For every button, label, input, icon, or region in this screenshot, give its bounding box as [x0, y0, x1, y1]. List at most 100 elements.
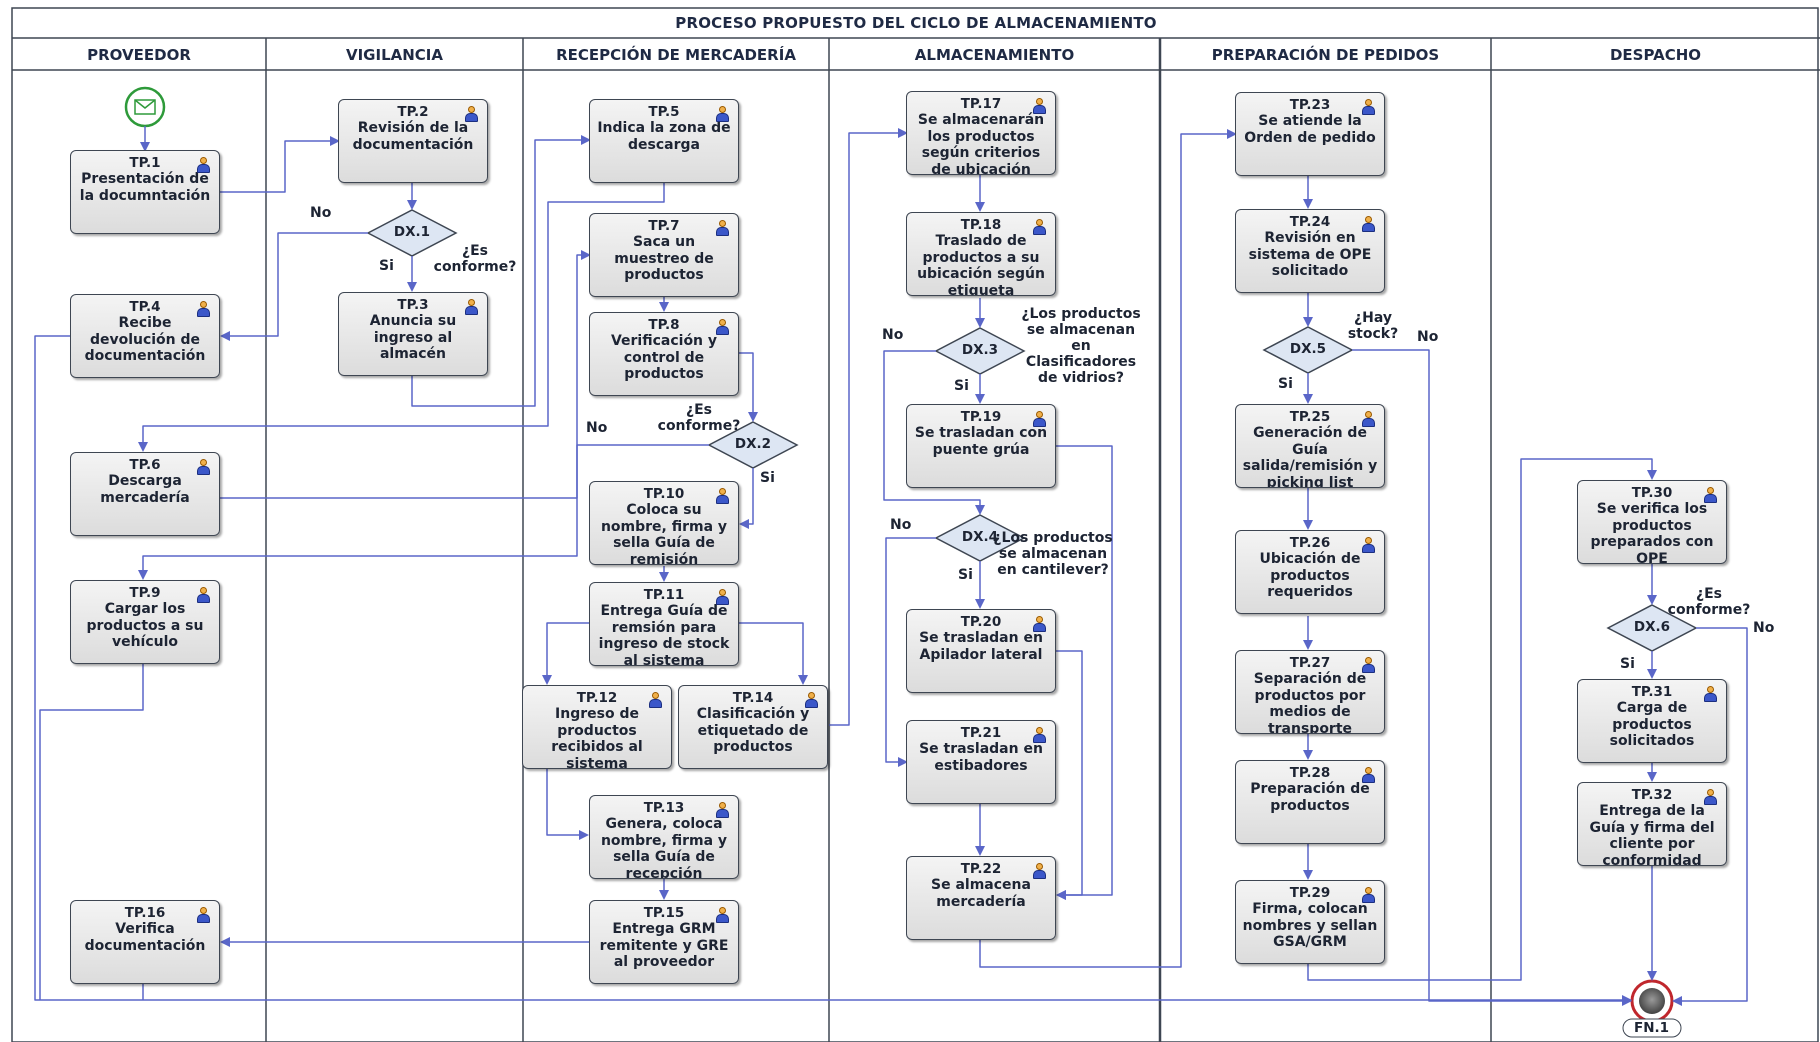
flow-tp11-tp14 — [739, 622, 808, 685]
branch-no-dx5: No — [1417, 329, 1439, 345]
flow-tp9-end — [39, 664, 144, 1000]
task-id: TP.26 — [1289, 535, 1331, 551]
user-icon — [1033, 863, 1046, 879]
decision-id-dx6: DX.6 — [1633, 619, 1671, 635]
lane-header-almacenamiento: ALMACENAMIENTO — [914, 46, 1075, 64]
user-icon — [197, 301, 210, 317]
user-icon — [197, 587, 210, 603]
flow-tp29-tp30 — [1307, 458, 1657, 981]
task-text: Ubicación de productos requeridos — [1259, 551, 1361, 600]
task-text: Entrega GRM remitente y GRE al proveedor — [599, 921, 729, 970]
task-id: TP.25 — [1289, 409, 1331, 425]
branch-no-dx3: No — [882, 327, 904, 343]
user-icon — [1362, 657, 1375, 673]
branch-yes-dx6: Si — [1620, 656, 1635, 672]
branch-no-dx1: No — [310, 205, 332, 221]
branch-no-dx6: No — [1753, 620, 1775, 636]
user-icon — [716, 488, 729, 504]
task-id: TP.17 — [960, 96, 1002, 112]
decision-id-dx5: DX.5 — [1289, 341, 1327, 357]
task-text: Se trasladan con puente grúa — [914, 425, 1048, 458]
user-icon — [197, 157, 210, 173]
question-dx1: ¿Es conforme? — [433, 243, 517, 275]
task-text: Ingreso de productos recibidos al sistem… — [551, 706, 643, 769]
task-id: TP.12 — [576, 690, 618, 706]
user-icon — [1362, 887, 1375, 903]
task-text: Genera, coloca nombre, firma y sella Guí… — [600, 816, 728, 879]
flow-dx2-tp9-no — [138, 444, 709, 580]
user-icon — [1704, 487, 1717, 503]
question-dx5: ¿Hay stock? — [1347, 310, 1399, 342]
user-icon — [716, 907, 729, 923]
user-icon — [649, 692, 662, 708]
user-icon — [716, 319, 729, 335]
task-text: Revisión de la documentación — [352, 120, 474, 153]
decision-id-dx2: DX.2 — [734, 436, 772, 452]
task-id: TP.8 — [648, 317, 680, 333]
task-id: TP.9 — [129, 585, 161, 601]
task-id: TP.29 — [1289, 885, 1331, 901]
flow-dx6-end-no — [1672, 627, 1748, 1006]
task-text: Entrega Guía de remsión para ingreso de … — [598, 603, 730, 666]
user-icon — [1362, 216, 1375, 232]
task-text: Carga de productos solicitados — [1609, 700, 1695, 749]
user-icon — [1033, 219, 1046, 235]
end-event — [1622, 979, 1682, 1038]
task-text: Firma, colocan nombres y sellan GSA/GRM — [1242, 901, 1378, 950]
decision-id-dx1: DX.1 — [393, 224, 431, 240]
task-id: TP.16 — [124, 905, 166, 921]
task-id: TP.5 — [648, 104, 680, 120]
task-id: TP.27 — [1289, 655, 1331, 671]
task-id: TP.22 — [960, 861, 1002, 877]
flow-dx4-tp21-no — [885, 537, 936, 767]
user-icon — [716, 106, 729, 122]
flow-tp6-tp7 — [220, 250, 591, 499]
user-icon — [465, 299, 478, 315]
flow-tp20-tp22 — [1054, 650, 1083, 900]
user-icon — [1704, 789, 1717, 805]
task-id: TP.3 — [397, 297, 429, 313]
task-text: Separación de productos por medios de tr… — [1253, 671, 1367, 734]
branch-yes-dx2: Si — [760, 470, 775, 486]
task-text: Indica la zona de descarga — [597, 120, 731, 153]
user-icon — [1704, 686, 1717, 702]
task-text: Cargar los productos a su vehículo — [86, 601, 204, 650]
task-id: TP.6 — [129, 457, 161, 473]
task-text: Preparación de productos — [1250, 781, 1370, 814]
decision-id-dx3: DX.3 — [961, 342, 999, 358]
user-icon — [1362, 537, 1375, 553]
flow-tp12-tp13 — [546, 769, 589, 840]
